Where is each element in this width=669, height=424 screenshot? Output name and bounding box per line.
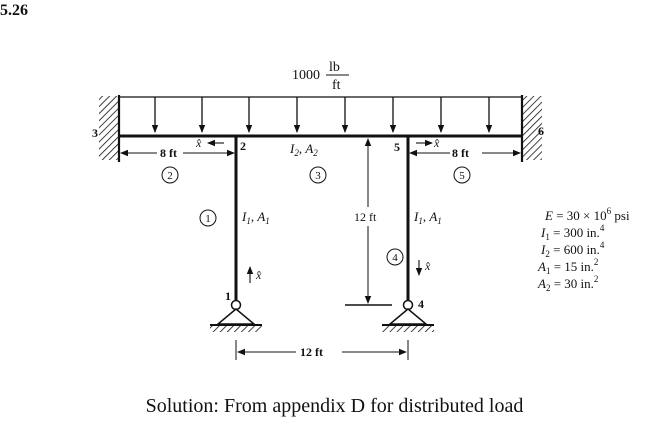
dimension-right-overhang: 8 ft: [409, 146, 521, 160]
svg-text:2: 2: [167, 170, 173, 182]
element-marker-4: 4: [386, 248, 404, 266]
property-A2: A2 = 30 in.2: [537, 274, 598, 293]
load-unit-numerator: lb: [329, 60, 340, 75]
load-magnitude: 1000: [292, 68, 320, 83]
node-label-1: 1: [225, 289, 231, 303]
local-axis-element-5: x̂: [416, 136, 440, 150]
node-label-6: 6: [538, 124, 544, 138]
element-marker-3: 3: [309, 166, 327, 184]
svg-text:3: 3: [315, 170, 321, 182]
element-marker-1: 1: [199, 209, 217, 227]
local-axis-element-4: x̂: [415, 259, 431, 276]
solution-caption: Solution: From appendix D for distribute…: [145, 395, 524, 417]
svg-text:12 ft: 12 ft: [354, 210, 377, 224]
dimension-height: 12 ft: [345, 138, 392, 306]
section-label-column-left: I1, A1: [241, 209, 270, 226]
node-label-4: 4: [418, 297, 424, 311]
svg-text:8 ft: 8 ft: [160, 146, 177, 160]
property-I1: I1 = 300 in.4: [540, 223, 605, 242]
svg-text:x̂: x̂: [424, 259, 431, 273]
local-axis-element-2: x̂: [195, 136, 224, 150]
pin-support-node-1: [210, 299, 262, 332]
property-E: E = 30 × 106 psi: [544, 206, 630, 223]
element-marker-5: 5: [453, 166, 471, 184]
svg-text:12 ft: 12 ft: [300, 345, 323, 359]
node-label-2: 2: [240, 139, 246, 153]
dimension-span: 12 ft: [235, 340, 409, 360]
fixed-support-right: [520, 95, 542, 162]
pin-support-node-4: [382, 299, 434, 332]
problem-number: 5.26: [0, 2, 28, 19]
distributed-load-arrows: [151, 97, 493, 133]
svg-text:4: 4: [392, 252, 398, 264]
node-label-3: 3: [92, 126, 98, 140]
properties-list: E = 30 × 106 psi I1 = 300 in.4 I2 = 600 …: [537, 206, 630, 293]
property-I2: I2 = 600 in.4: [540, 240, 605, 259]
element-marker-2: 2: [161, 166, 179, 184]
svg-text:8 ft: 8 ft: [452, 146, 469, 160]
dimension-left-overhang: 8 ft: [120, 146, 235, 160]
svg-text:1: 1: [205, 213, 211, 225]
node-label-5: 5: [394, 140, 400, 154]
load-unit-denominator: ft: [332, 78, 341, 93]
svg-text:5: 5: [459, 170, 465, 182]
fixed-support-left: [99, 95, 121, 162]
svg-text:x̂: x̂: [255, 268, 262, 282]
svg-text:x̂: x̂: [195, 136, 202, 150]
section-label-column-right: I1, A1: [413, 209, 442, 226]
local-axis-element-1: x̂: [246, 266, 262, 283]
section-label-beam: I2, A2: [289, 141, 318, 158]
svg-text:x̂: x̂: [433, 136, 440, 150]
property-A1: A1 = 15 in.2: [537, 257, 598, 276]
